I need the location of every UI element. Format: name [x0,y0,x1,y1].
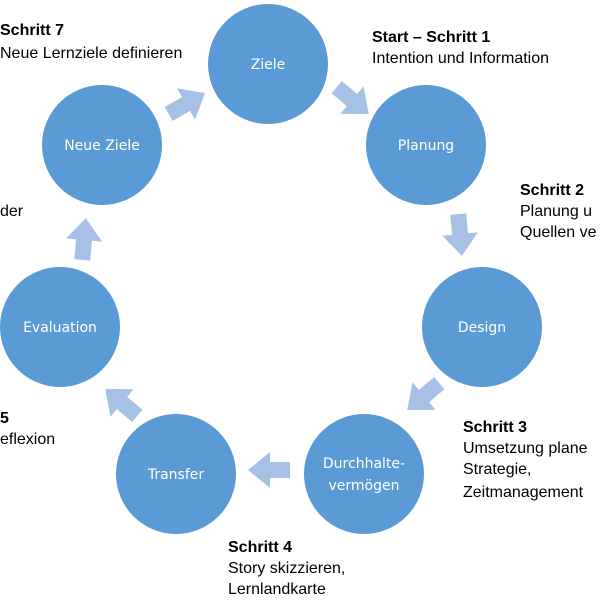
step-3-text-line-3: Zeitmanagement [463,484,584,501]
node-planung-circle [366,85,486,205]
step-2-text-line-2: Quellen ve [520,224,597,241]
step-5-text-line-1: eflexion [0,431,55,448]
step-1-title: Start – Schritt 1 [372,29,490,46]
step-3-text-line-1: Umsetzung plane [463,440,588,457]
node-ziele-circle [208,4,328,124]
node-transfer-label: Transfer [147,467,205,483]
step-7-annotation: Schritt 7 Neue Lernziele definieren [0,22,182,62]
node-planung-label: Planung [398,138,454,154]
arrow-durchhaltevermoegen-to-transfer [248,452,290,488]
node-evaluation: Evaluation [0,267,120,387]
step-4-text-line-1: Story skizzieren, [228,560,345,577]
node-transfer: Transfer [116,414,236,534]
step-2-text-line-1: Planung u [520,203,592,220]
node-design-circle [422,267,542,387]
node-ziele: Ziele [208,4,328,124]
step-7-title: Schritt 7 [0,22,64,39]
step-3-text-line-2: Strategie, [463,461,531,478]
step-3-annotation: Schritt 3 Umsetzung plane Strategie, Zei… [463,419,588,501]
arrow-evaluation-to-neue-ziele [64,216,104,262]
step-1-annotation: Start – Schritt 1 Intention und Informat… [372,29,549,67]
node-neue-ziele-label: Neue Ziele [64,138,140,154]
step-6-text-line-1: der [0,203,24,220]
arrow-transfer-to-evaluation [93,375,149,430]
step-4-title: Schritt 4 [228,539,292,556]
step-2-annotation: Schritt 2 Planung u Quellen ve [520,182,597,241]
step-5-title: 5 [0,410,9,427]
node-neue-ziele: Neue Ziele [42,85,162,205]
arrow-planung-to-design [440,212,480,258]
node-neue-ziele-circle [42,85,162,205]
node-evaluation-circle [0,267,120,387]
node-design: Design [422,267,542,387]
step-6-annotation: der [0,203,24,220]
node-durchhaltevermoegen-label-line2: vermögen [329,478,400,494]
node-planung: Planung [366,85,486,205]
step-1-text-line-1: Intention und Information [372,50,549,67]
node-durchhaltevermoegen-circle [304,414,424,534]
step-5-annotation: 5 eflexion [0,410,55,448]
step-2-title: Schritt 2 [520,182,584,199]
node-design-label: Design [458,320,506,336]
arrow-neue-ziele-to-ziele [159,77,215,130]
step-3-title: Schritt 3 [463,419,527,436]
node-transfer-circle [116,414,236,534]
node-durchhaltevermoegen-label-line1: Durchhalte- [323,456,405,472]
step-4-text-line-2: Lernlandkarte [228,581,326,598]
node-evaluation-label: Evaluation [23,320,97,336]
step-7-text-line-1: Neue Lernziele definieren [0,45,182,62]
node-durchhaltevermoegen: Durchhalte- vermögen [304,414,424,534]
arrow-design-to-durchhaltevermoegen [395,369,451,424]
node-ziele-label: Ziele [251,57,286,73]
step-4-annotation: Schritt 4 Story skizzieren, Lernlandkart… [228,539,345,598]
